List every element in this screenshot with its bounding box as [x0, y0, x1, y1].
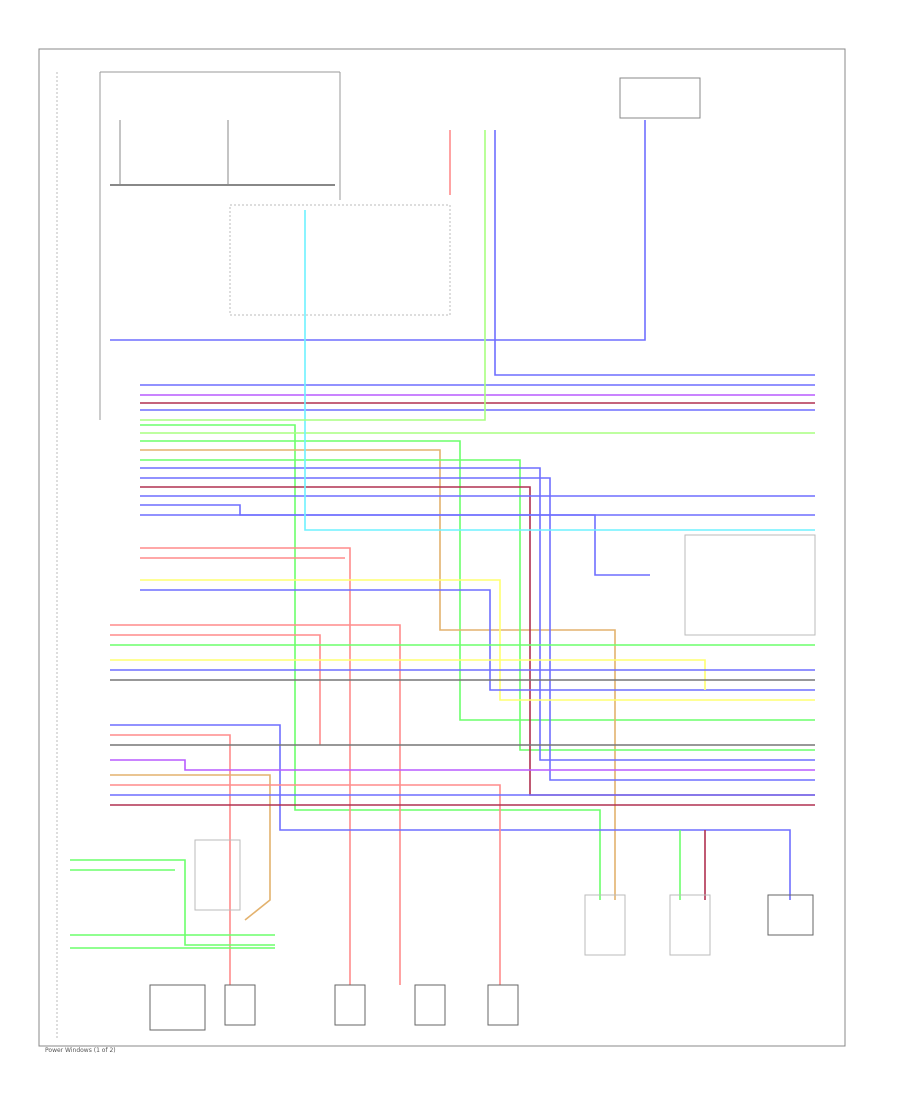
- wire-red-6: [110, 784, 501, 985]
- wire-blu-top: [110, 120, 646, 341]
- wire-blu-3: [140, 467, 815, 761]
- passenger-window-motor: [224, 984, 256, 1026]
- wire-tan-2: [110, 774, 271, 921]
- passenger-relay-box: [684, 534, 816, 636]
- wire-blu-10: [110, 724, 791, 900]
- under-dash-fuse-box: [229, 204, 451, 316]
- fuse-block-group: [99, 71, 816, 636]
- wire-red-4: [110, 634, 321, 745]
- rear-window-motor-extra: [487, 984, 519, 1026]
- wire-red-1: [140, 547, 351, 985]
- wire-blu-6: [140, 504, 815, 516]
- wire-green-1: [140, 424, 601, 900]
- footer-label: Power Windows (1 of 2): [45, 1047, 116, 1054]
- component-group: [149, 839, 814, 1031]
- wire-blu-4: [140, 477, 815, 781]
- driver-window-motor: [149, 984, 206, 1031]
- wire-tan-1: [140, 449, 616, 900]
- right-rear-window-motor: [414, 984, 446, 1026]
- left-rear-window-motor: [334, 984, 366, 1026]
- diagram-border: [38, 48, 846, 1047]
- passenger-fuse-box: [619, 77, 701, 119]
- wire-green-5: [70, 859, 275, 946]
- wire-yellow-1: [140, 579, 815, 701]
- wire-violet-2: [110, 759, 815, 771]
- wire-bundle: [70, 120, 815, 985]
- power-window-relay: [194, 839, 241, 911]
- wire-blu-top2: [494, 130, 815, 376]
- wire-lgreen-top: [140, 130, 486, 421]
- wire-red-3: [110, 624, 401, 985]
- wire-darkred-2: [140, 486, 815, 796]
- passenger-window-switch: [767, 894, 814, 936]
- wire-cyan-1: [304, 210, 815, 531]
- wire-red-5: [110, 734, 231, 985]
- wire-green-3: [140, 459, 815, 751]
- left-rear-window-switch: [584, 894, 626, 956]
- wire-blu-8: [140, 589, 815, 691]
- wire-blu-7: [140, 514, 650, 576]
- right-rear-window-switch: [669, 894, 711, 956]
